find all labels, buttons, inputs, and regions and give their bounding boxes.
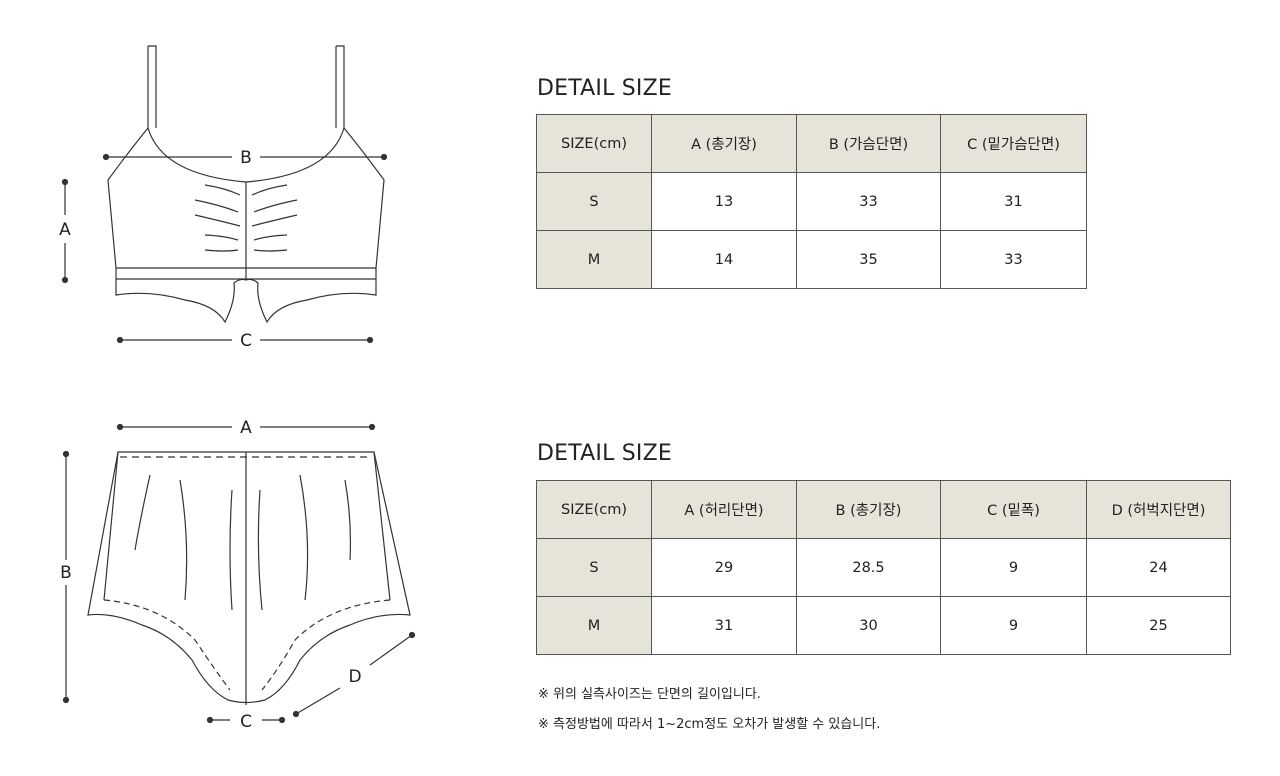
value-cell: 14	[651, 230, 797, 289]
bottom-label-d: D	[348, 667, 361, 687]
bottom-section-title: DETAIL SIZE	[537, 441, 672, 466]
header-cell: B (가슴단면)	[796, 114, 941, 173]
header-cell: C (밑폭)	[940, 480, 1087, 539]
size-notes: ※ 위의 실측사이즈는 단면의 길이입니다. ※ 측정방법에 따라서 1~2cm…	[538, 680, 880, 740]
size-cell: M	[536, 230, 652, 289]
table-row: M 14 35 33	[536, 230, 1087, 289]
value-cell: 29	[651, 538, 797, 597]
value-cell: 28.5	[796, 538, 941, 597]
value-cell: 35	[796, 230, 941, 289]
table-row: S 13 33 31	[536, 172, 1087, 231]
value-cell: 25	[1086, 596, 1231, 655]
table-row: S 29 28.5 9 24	[536, 538, 1231, 597]
note-line: ※ 위의 실측사이즈는 단면의 길이입니다.	[538, 687, 761, 702]
size-cell: M	[536, 596, 652, 655]
header-cell: A (허리단면)	[651, 480, 797, 539]
table-header-row: SIZE(cm) A (총기장) B (가슴단면) C (밑가슴단면)	[536, 114, 1087, 173]
bottom-label-b: B	[60, 563, 72, 583]
bottom-label-a: A	[240, 418, 252, 438]
header-cell: D (허벅지단면)	[1086, 480, 1231, 539]
value-cell: 31	[651, 596, 797, 655]
bottom-label-c: C	[240, 712, 252, 732]
shorts-diagram	[62, 423, 416, 724]
size-cell: S	[536, 538, 652, 597]
top-section-title: DETAIL SIZE	[537, 76, 672, 101]
top-label-b: B	[240, 148, 252, 168]
table-header-row: SIZE(cm) A (허리단면) B (총기장) C (밑폭) D (허벅지단…	[536, 480, 1231, 539]
header-cell: B (총기장)	[796, 480, 941, 539]
value-cell: 13	[651, 172, 797, 231]
value-cell: 30	[796, 596, 941, 655]
value-cell: 9	[940, 538, 1087, 597]
value-cell: 33	[940, 230, 1087, 289]
value-cell: 9	[940, 596, 1087, 655]
top-label-c: C	[240, 331, 252, 351]
value-cell: 24	[1086, 538, 1231, 597]
table-row: M 31 30 9 25	[536, 596, 1231, 655]
bottom-size-table: SIZE(cm) A (허리단면) B (총기장) C (밑폭) D (허벅지단…	[536, 480, 1231, 655]
size-cell: S	[536, 172, 652, 231]
top-label-a: A	[59, 220, 71, 240]
header-cell: C (밑가슴단면)	[940, 114, 1087, 173]
value-cell: 31	[940, 172, 1087, 231]
value-cell: 33	[796, 172, 941, 231]
header-cell: SIZE(cm)	[536, 114, 652, 173]
header-cell: A (총기장)	[651, 114, 797, 173]
note-line: ※ 측정방법에 따라서 1~2cm정도 오차가 발생할 수 있습니다.	[538, 717, 881, 732]
bra-top-diagram	[61, 45, 388, 344]
top-size-table: SIZE(cm) A (총기장) B (가슴단면) C (밑가슴단면) S 13…	[536, 114, 1087, 289]
header-cell: SIZE(cm)	[536, 480, 652, 539]
